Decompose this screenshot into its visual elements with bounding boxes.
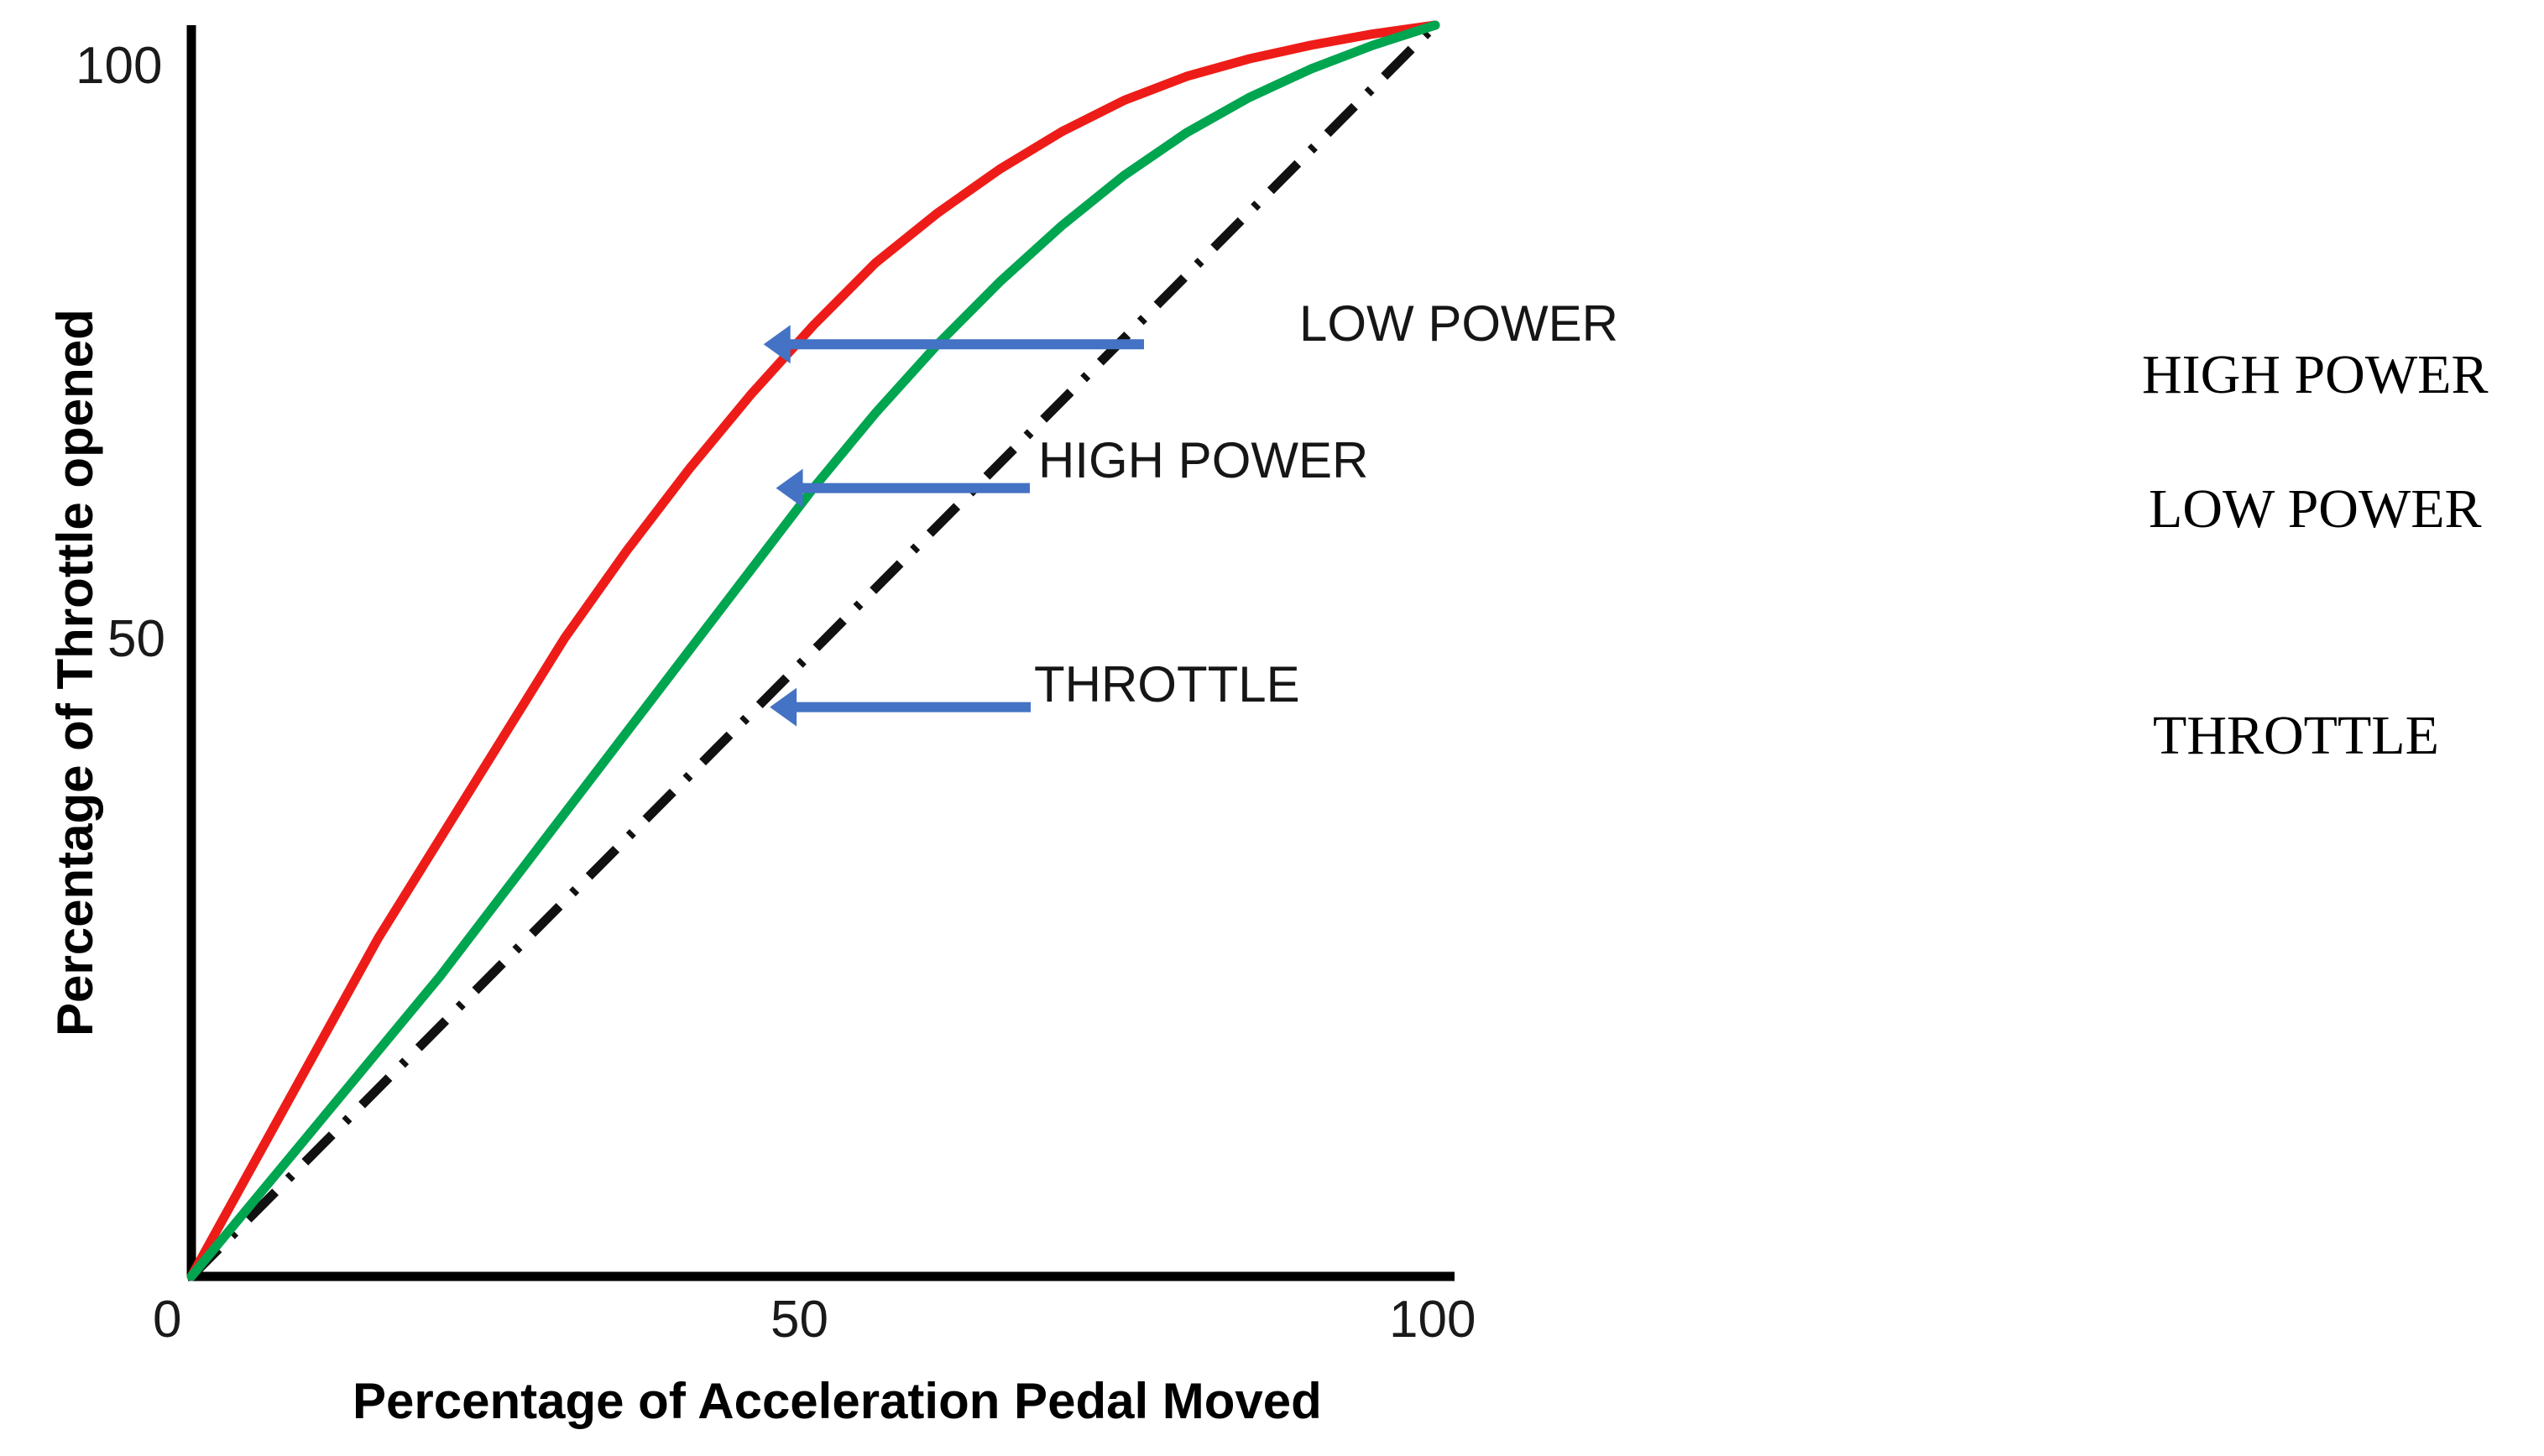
y-axis-title: Percentage of Throttle opened	[47, 309, 103, 1036]
side-label-high-power: HIGH POWER	[2142, 344, 2489, 405]
callout-arrow-head	[770, 687, 797, 727]
callout-arrow-head	[776, 468, 803, 508]
series-throttle	[188, 22, 1439, 1280]
x-tick-label-100: 100	[1389, 1291, 1476, 1349]
y-tick-label-100: 100	[76, 37, 163, 95]
callout-label-high-power: HIGH POWER	[1038, 432, 1369, 488]
series-low-power	[186, 20, 1440, 1281]
callout-arrow-head	[763, 325, 791, 364]
callout-label-throttle: THROTTLE	[1034, 656, 1300, 712]
callout-arrow-group	[763, 325, 1144, 727]
x-tick-label-0: 0	[153, 1291, 182, 1349]
y-tick-label-50: 50	[107, 610, 165, 668]
x-tick-label-50: 50	[771, 1291, 828, 1349]
x-axis-title: Percentage of Acceleration Pedal Moved	[353, 1373, 1322, 1429]
side-label-throttle: THROTTLE	[2153, 705, 2439, 766]
side-label-low-power: LOW POWER	[2149, 478, 2482, 540]
callout-label-low-power: LOW POWER	[1299, 295, 1619, 352]
